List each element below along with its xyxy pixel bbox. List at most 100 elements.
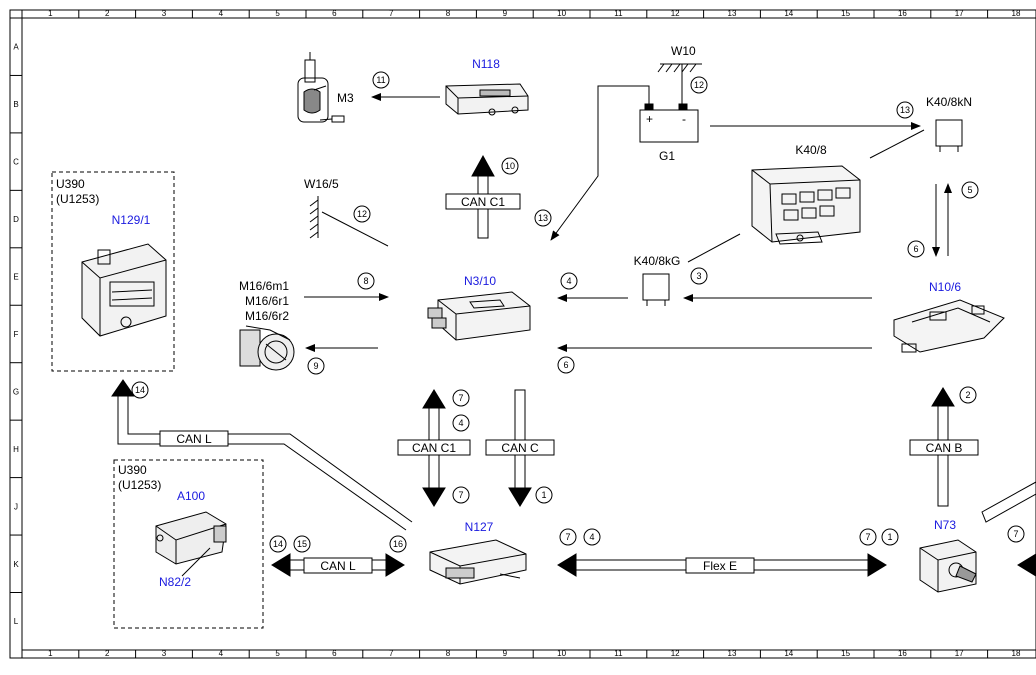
callout-7: 7	[1007, 525, 1025, 543]
grid-row-label: J	[14, 502, 18, 511]
svg-text:12: 12	[694, 80, 704, 90]
callout-5: 5	[961, 181, 979, 199]
w16-5-label: W16/5	[304, 177, 339, 191]
callout-4: 4	[452, 414, 470, 432]
n73-label: N73	[934, 518, 956, 532]
svg-text:9: 9	[313, 361, 318, 371]
m16-6r2-label: M16/6r2	[245, 309, 289, 323]
grid-column-label: 6	[332, 649, 337, 658]
grid-row-label: E	[13, 273, 18, 282]
can-b-up-arrow	[931, 387, 955, 507]
m16-6-throttle-drawing	[239, 325, 295, 371]
can-b-label: CAN B	[926, 441, 963, 455]
callout-12: 12	[690, 76, 708, 94]
callout-6: 6	[557, 356, 575, 374]
grid-column-label: 15	[841, 649, 850, 658]
can-b-box	[909, 439, 979, 456]
grid-column-label: 12	[671, 649, 680, 658]
callout-1: 1	[535, 486, 553, 504]
u390-box-upper	[51, 171, 175, 372]
callout-9: 9	[307, 357, 325, 375]
svg-text:12: 12	[357, 209, 367, 219]
grid-column-label: 1	[48, 649, 53, 658]
g1-label: G1	[659, 149, 675, 163]
callout-14: 14	[269, 535, 287, 553]
svg-text:15: 15	[297, 539, 307, 549]
grid-column-label: 15	[841, 9, 850, 18]
grid-column-label: 7	[389, 9, 394, 18]
w10-label: W10	[671, 44, 696, 58]
grid-column-label: 6	[332, 9, 337, 18]
n3-10-ecu-drawing	[427, 291, 531, 341]
svg-text:5: 5	[967, 185, 972, 195]
grid-column-label: 5	[275, 9, 280, 18]
u1253-upper-label: (U1253)	[56, 192, 99, 206]
callout-7: 7	[859, 528, 877, 546]
grid-column-label: 11	[614, 9, 623, 18]
m16-6r1-label: M16/6r1	[245, 294, 289, 308]
grid-column-label: 8	[446, 9, 451, 18]
can-c1-bottom-label: CAN C1	[412, 441, 456, 455]
svg-text:4: 4	[458, 418, 463, 428]
callout-13: 13	[896, 101, 914, 119]
grid-column-label: 5	[275, 649, 280, 658]
callout-11: 11	[372, 71, 390, 89]
n127-label: N127	[465, 520, 494, 534]
callout-12: 12	[353, 205, 371, 223]
svg-text:7: 7	[458, 490, 463, 500]
callout-7: 7	[452, 389, 470, 407]
grid-column-label: 12	[671, 9, 680, 18]
m3-label: M3	[337, 91, 354, 105]
u390-lower-label: U390	[118, 463, 147, 477]
n127-drawing	[429, 539, 527, 585]
grid-row-label: G	[13, 387, 19, 396]
grid-column-label: 1	[48, 9, 53, 18]
svg-text:13: 13	[538, 213, 548, 223]
outer-frame	[9, 9, 1036, 659]
grid-column-label: 13	[728, 649, 737, 658]
can-l-top-label: CAN L	[176, 432, 212, 446]
grid-row-label: K	[13, 560, 19, 569]
grid-column-label: 9	[503, 9, 508, 18]
svg-text:7: 7	[458, 393, 463, 403]
callout-14: 14	[131, 381, 149, 399]
svg-text:7: 7	[1013, 529, 1018, 539]
svg-text:2: 2	[965, 390, 970, 400]
grid-column-label: 2	[105, 649, 110, 658]
grid-column-label: 9	[503, 649, 508, 658]
can-c-label: CAN C	[501, 441, 539, 455]
svg-text:13: 13	[900, 105, 910, 115]
callout-4: 4	[583, 528, 601, 546]
callout-15: 15	[293, 535, 311, 553]
svg-text:11: 11	[376, 75, 385, 85]
n10-6-label: N10/6	[929, 280, 961, 294]
grid-row-label: L	[14, 617, 19, 626]
signal-lines	[304, 85, 952, 352]
callout-4: 4	[560, 272, 578, 290]
grid-row-label: F	[14, 330, 19, 339]
grid-column-label: 13	[728, 9, 737, 18]
flex-e-box	[685, 557, 755, 574]
k40-8kn-label: K40/8kN	[926, 95, 972, 109]
grid-column-label: 8	[446, 649, 451, 658]
can-c-down-arrow	[508, 389, 532, 507]
k40-8-label: K40/8	[795, 143, 827, 157]
grid-column-label: 10	[557, 9, 566, 18]
grid-column-label: 10	[557, 649, 566, 658]
can-l-bottom-box	[303, 557, 373, 574]
callout-1: 1	[881, 528, 899, 546]
n3-10-label: N3/10	[464, 274, 496, 288]
grid-column-label: 14	[784, 649, 793, 658]
svg-text:4: 4	[589, 532, 594, 542]
grid-column-label: 14	[784, 9, 793, 18]
grid-row-label: B	[13, 100, 18, 109]
grid-column-label: 4	[219, 649, 224, 658]
n129-1-label: N129/1	[112, 213, 151, 227]
callout-7: 7	[452, 486, 470, 504]
can-l-bottom-label: CAN L	[320, 559, 356, 573]
svg-text:7: 7	[565, 532, 570, 542]
can-l-top-box	[159, 430, 229, 447]
w10-ground-drawing	[657, 63, 702, 108]
